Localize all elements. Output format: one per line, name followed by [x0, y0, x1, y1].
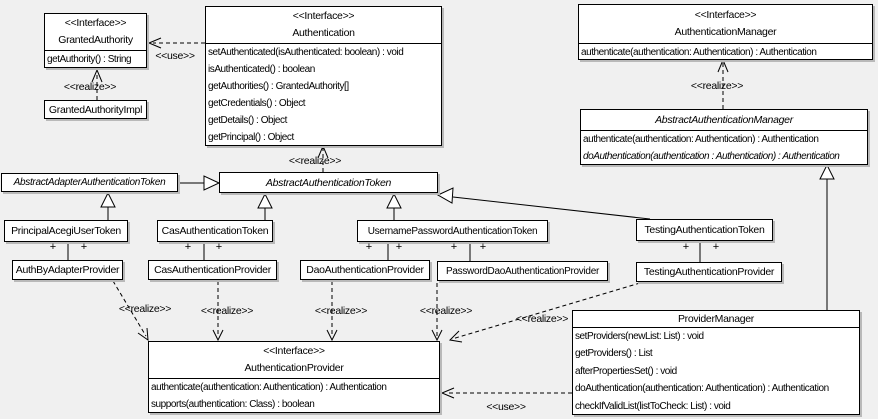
class-box-authentication: <<Interface>> Authentication setAuthenti…: [205, 6, 442, 146]
class-box-abstract-authentication-token: AbstractAuthenticationToken: [219, 172, 438, 193]
association-plus-marker: +: [479, 241, 487, 253]
realize-abstract-manager-to-authentication-manager: [717, 58, 729, 109]
class-stereotype: <<Interface>>: [292, 10, 355, 22]
class-name: TestingAuthenticationToken: [644, 224, 765, 236]
association-plus-marker: +: [215, 241, 223, 253]
class-name: GrantedAuthority: [58, 34, 133, 46]
association-lines-tokens-to-providers: [67, 241, 701, 262]
class-method: doAuthentication(authentication: Authent…: [575, 383, 829, 395]
realize-password-dao-authentication-provider: [431, 283, 443, 342]
realize-label-abstract-authentication-manager: <<realize>>: [690, 80, 744, 92]
use-provider-manager-to-authentication-provider: [440, 387, 572, 399]
realize-testing-authentication-provider: [448, 282, 641, 343]
generalization-username-password-token: [386, 192, 402, 220]
class-method: checkIfValidList(listToCheck: List) : vo…: [575, 400, 731, 412]
generalization-abstract-adapter-token-to-abstract-token: [178, 175, 221, 191]
association-plus-marker: +: [365, 241, 373, 253]
class-box-abstract-authentication-manager: AbstractAuthenticationManager authentica…: [580, 109, 868, 165]
class-box-testing-authentication-provider: TestingAuthenticationProvider: [636, 262, 782, 282]
association-plus-marker: +: [80, 241, 88, 253]
class-box-authentication-provider: <<Interface>> AuthenticationProvider aut…: [148, 341, 440, 413]
class-name: PasswordDaoAuthenticationProvider: [446, 265, 599, 277]
class-method: authenticate(authentication: Authenticat…: [583, 134, 819, 145]
class-box-provider-manager: ProviderManager setProviders(newList: Li…: [572, 310, 860, 415]
generalization-provider-manager-to-abstract-authentication-manager: [819, 163, 835, 310]
class-box-cas-authentication-provider: CasAuthenticationProvider: [148, 260, 277, 280]
class-box-principal-acegi-user-token: PrincipalAcegiUserToken: [4, 220, 128, 242]
class-method: getAuthorities() : GrantedAuthority[]: [208, 81, 349, 92]
realize-abstract-token-to-authentication: [317, 144, 329, 172]
realize-label-granted-authority-impl: <<realize>>: [63, 81, 117, 93]
class-box-auth-by-adapter-provider: AuthByAdapterProvider: [12, 260, 123, 280]
class-box-authentication-manager: <<Interface>> AuthenticationManager auth…: [578, 4, 873, 60]
class-box-testing-authentication-token: TestingAuthenticationToken: [636, 219, 773, 241]
realize-label-abstract-authentication-token: <<realize>>: [288, 155, 342, 167]
realize-label-testing-authentication-provider: <<realize>>: [515, 313, 569, 325]
generalization-principal-acegi-user-token: [100, 191, 116, 220]
class-method: setAuthenticated(isAuthenticated: boolea…: [208, 47, 404, 58]
class-name: TestingAuthenticationProvider: [643, 266, 775, 278]
class-method: getDetails() : Object: [208, 115, 287, 126]
class-box-username-password-authentication-token: UsernamePasswordAuthenticationToken: [357, 220, 548, 242]
association-plus-marker: +: [450, 241, 458, 253]
realize-dao-authentication-provider: [326, 281, 338, 342]
class-stereotype: <<Interface>>: [64, 17, 127, 29]
generalization-testing-authentication-token: [436, 187, 651, 220]
use-authentication-to-granted-authority: [147, 37, 205, 49]
association-plus-marker: +: [184, 241, 192, 253]
association-plus-marker: +: [682, 241, 690, 253]
class-method: getAuthority() : String: [47, 54, 132, 65]
realize-label-dao-authentication-provider: <<realize>>: [314, 305, 368, 317]
class-name: AuthenticationManager: [674, 26, 777, 38]
class-name: PrincipalAcegiUserToken: [11, 225, 121, 237]
use-label-provider-manager: <<use>>: [486, 401, 526, 413]
association-plus-marker: +: [712, 241, 720, 253]
class-name: UsernamePasswordAuthenticationToken: [367, 225, 538, 237]
class-stereotype: <<Interface>>: [694, 9, 757, 21]
generalization-cas-authentication-token: [257, 192, 273, 220]
class-box-password-dao-authentication-provider: PasswordDaoAuthenticationProvider: [437, 261, 608, 281]
class-name: AbstractAuthenticationManager: [655, 113, 793, 126]
class-method: getProviders() : List: [575, 348, 653, 360]
class-box-granted-authority: <<Interface>> GrantedAuthority getAuthor…: [44, 13, 147, 68]
realize-cas-authentication-provider: [212, 281, 224, 342]
class-method: authenticate(authentication: Authenticat…: [151, 382, 387, 393]
class-box-cas-authentication-token: CasAuthenticationToken: [157, 220, 273, 242]
class-box-abstract-adapter-authentication-token: AbstractAdapterAuthenticationToken: [1, 173, 178, 192]
class-method: afterPropertiesSet() : void: [575, 365, 677, 377]
realize-label-cas-authentication-provider: <<realize>>: [200, 305, 254, 317]
class-stereotype: <<Interface>>: [263, 345, 325, 357]
use-label-granted-authority: <<use>>: [155, 50, 195, 62]
class-method: setProviders(newList: List) : void: [575, 331, 704, 342]
class-name: AuthByAdapterProvider: [15, 264, 120, 276]
realize-label-password-dao-authentication-provider: <<realize>>: [419, 305, 473, 317]
association-plus-marker: +: [395, 241, 403, 253]
class-method: authenticate(authentication: Authenticat…: [581, 47, 817, 58]
class-name: CasAuthenticationProvider: [154, 264, 271, 276]
class-method: getCredentials() : Object: [208, 98, 306, 109]
class-name: CasAuthenticationToken: [161, 225, 269, 237]
association-plus-marker: +: [49, 241, 57, 253]
class-name: AuthenticationProvider: [244, 362, 344, 374]
class-method: doAuthentication(authentication : Authen…: [583, 151, 840, 162]
class-name: Authentication: [292, 27, 355, 39]
class-name: GrantedAuthorityImpl: [48, 103, 143, 116]
class-box-granted-authority-impl: GrantedAuthorityImpl: [44, 100, 147, 119]
realize-auth-by-adapter-provider: [112, 280, 149, 342]
class-name: DaoAuthenticationProvider: [306, 264, 424, 276]
class-method: isAuthenticated() : boolean: [208, 64, 315, 75]
realize-label-auth-by-adapter-provider: <<realize>>: [118, 303, 172, 315]
class-box-dao-authentication-provider: DaoAuthenticationProvider: [300, 260, 430, 280]
class-name: ProviderManager: [677, 313, 755, 325]
realize-granted-authority-impl: [91, 68, 103, 100]
class-method: supports(authentication: Class) : boolea…: [151, 399, 315, 410]
class-name: AbstractAuthenticationToken: [265, 176, 392, 189]
class-name: AbstractAdapterAuthenticationToken: [13, 177, 166, 188]
class-method: getPrincipal() : Object: [208, 132, 294, 143]
